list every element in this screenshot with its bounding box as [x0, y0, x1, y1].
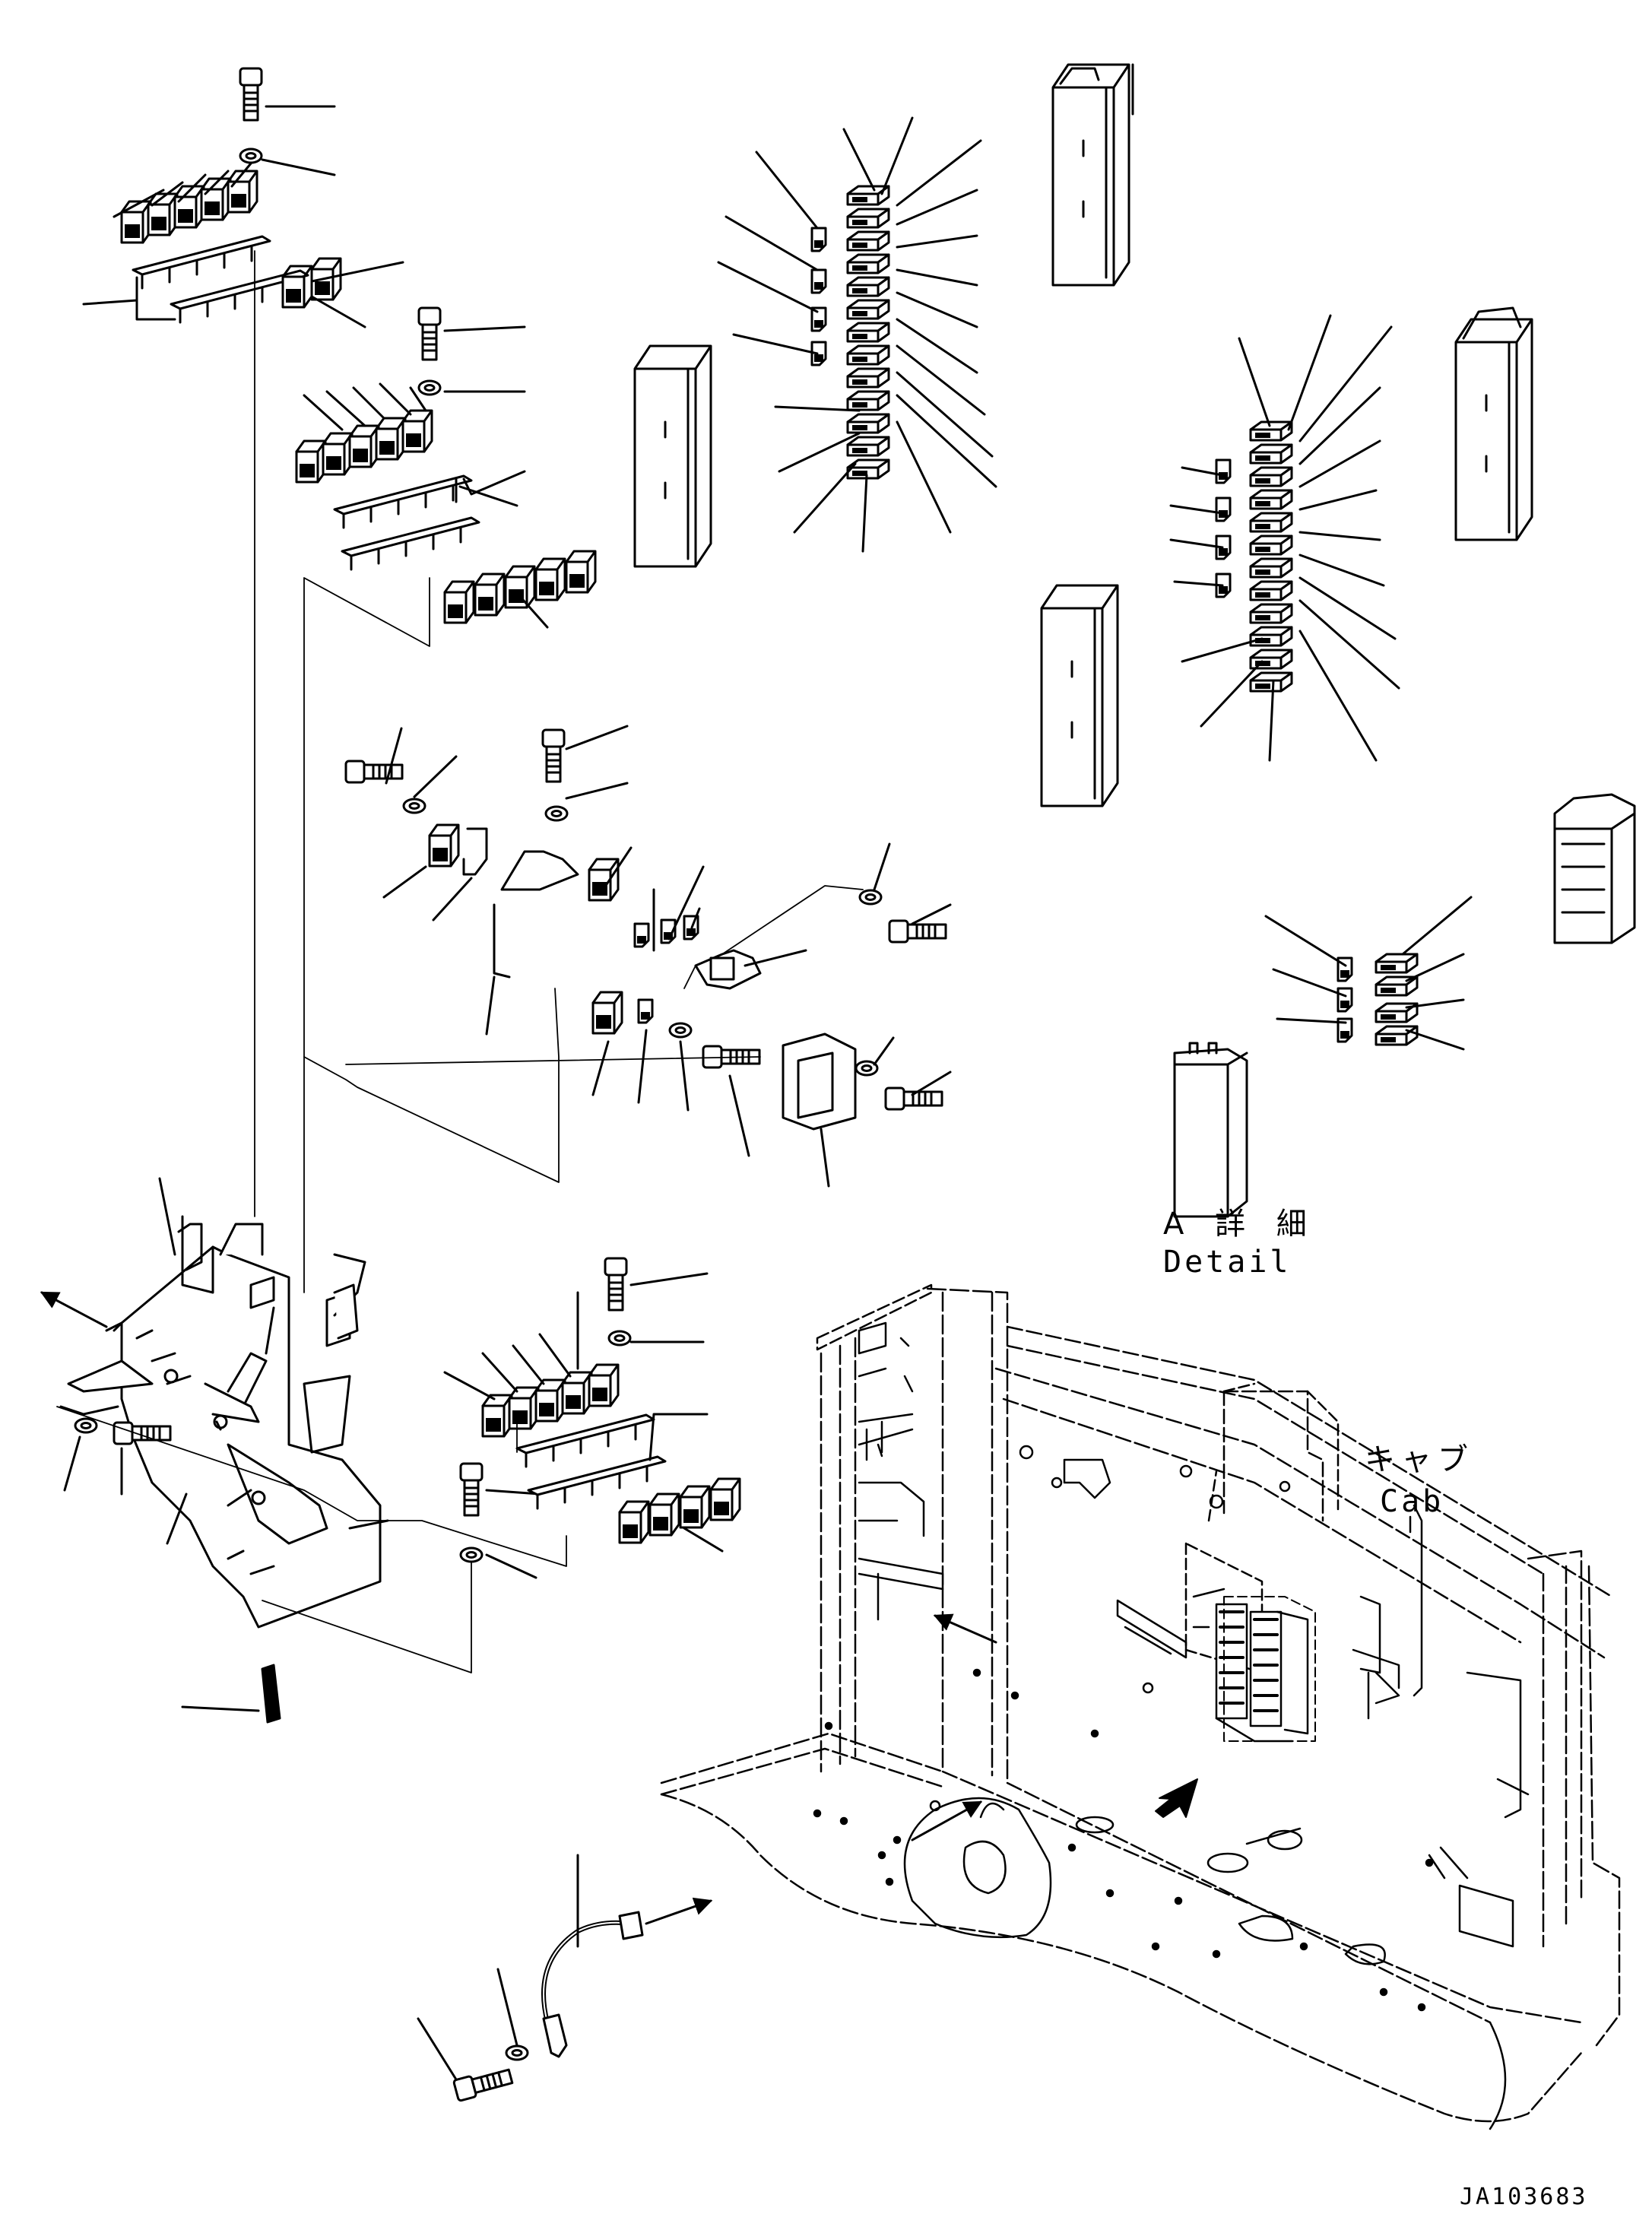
fuse-box-covers [633, 63, 1533, 807]
fuse-block-lower [1169, 314, 1400, 762]
relay-group-middle [303, 725, 952, 1188]
bracket-fasteners [262, 1462, 541, 1673]
ground-stud [181, 1664, 281, 1724]
cab-floor-assembly [660, 1283, 1621, 2130]
mounting-bracket [40, 1177, 567, 1629]
fuse-block-upper [717, 116, 997, 553]
detail-a-label-en: Detail [1163, 1245, 1292, 1280]
cab-label-en: Cab [1380, 1484, 1444, 1519]
relay-bank-lower [443, 1257, 741, 1553]
detail-a-parts [1173, 793, 1636, 1218]
detail-a-label-jp: A 詳 細 [1163, 1207, 1317, 1242]
view-a-arrow [1155, 1778, 1198, 1818]
relay-bank-upper [82, 67, 404, 328]
cab-label-jp: キャブ [1365, 1442, 1474, 1477]
drawing-code: JA103683 [1460, 2184, 1588, 2210]
ground-cable [417, 1854, 713, 2103]
relay-bank-second [295, 306, 597, 629]
